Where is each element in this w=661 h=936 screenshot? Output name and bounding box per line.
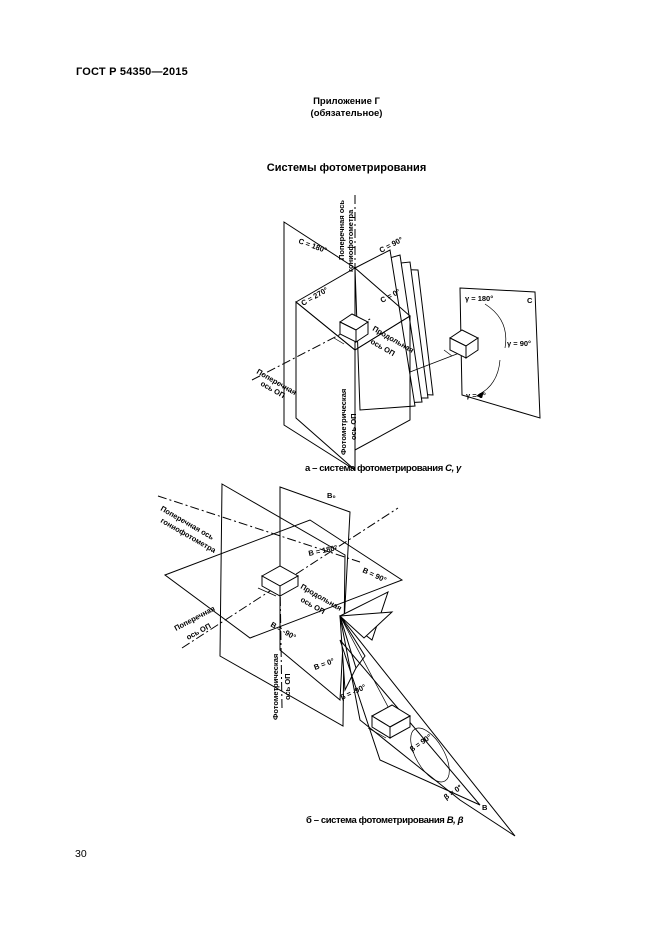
beta-ellipse <box>410 727 450 783</box>
b-beta-axis <box>339 615 396 721</box>
luminaire-beta <box>367 704 411 739</box>
a-label-photometric-1: Фотометрическая <box>339 389 348 455</box>
a-label-c180: C = 180° <box>297 236 328 255</box>
figure-b-caption: б – система фотометрирования B, β <box>306 815 464 826</box>
figure-a-caption: а – система фотометрирования C, γ <box>305 463 461 474</box>
b-plane-long <box>339 615 516 837</box>
b-label-photometric-1: Фотометрическая <box>271 654 280 720</box>
b-label-b-plane: B <box>482 803 488 812</box>
b-label-b0-corner: B₀ <box>327 491 336 500</box>
annex-status: (обязательное) <box>310 108 383 119</box>
figure-a-caption-symbols: C, γ <box>445 463 461 474</box>
annex-title: Приложение Г <box>313 96 380 107</box>
section-title: Системы фотометрирования <box>266 162 427 174</box>
b-transverse-goniometer-axis <box>157 495 361 563</box>
a-label-gamma180: γ = 180° <box>465 294 493 303</box>
c-plane-vertical-front <box>295 300 356 472</box>
a-label-c270: C = 270° <box>300 285 330 308</box>
a-label-gamma90: γ = 90° <box>507 339 531 348</box>
luminaire-gamma <box>443 329 479 359</box>
a-label-photometric-2: ось ОП <box>349 413 358 440</box>
b-label-beta0: β = 0° <box>442 783 464 802</box>
b-label-photometric-2: ось ОП <box>283 673 292 700</box>
a-label-transverse-axis-1: Поперечная ось <box>337 200 346 260</box>
c-plane-gamma <box>459 287 541 419</box>
figure-b-diagram: Поперечная ось гониофотометра B₀ B = 180… <box>157 483 516 837</box>
b-fan-2 <box>338 611 394 639</box>
gamma-arc-upper <box>484 303 507 349</box>
luminaire-a <box>333 313 369 345</box>
a-label-c-plane: C <box>527 296 533 305</box>
gamma-leader <box>409 351 463 373</box>
b-transverse-op-axis <box>181 507 399 649</box>
b-label-b180: B = 180° <box>308 543 339 558</box>
figure-b-caption-symbols: B, β <box>446 815 464 826</box>
b-label-b0: B = 0° <box>313 656 336 672</box>
c-plane-fan-1 <box>354 249 416 411</box>
page-number: 30 <box>75 848 87 860</box>
a-label-gamma0: γ = 0° <box>466 391 486 400</box>
transverse-op-axis <box>251 317 373 381</box>
document-code: ГОСТ Р 54350—2015 <box>76 66 188 78</box>
luminaire-b <box>257 565 300 597</box>
figure-a-caption-text: а – система фотометрирования <box>305 463 443 474</box>
a-label-c90: C = 90° <box>378 235 405 255</box>
b-label-b-minus90: B = -90° <box>269 620 298 642</box>
a-label-transverse-axis-2: гониофотометра <box>346 209 355 272</box>
b-plane-vertical <box>219 483 346 727</box>
figure-b-caption-text: б – система фотометрирования <box>306 815 445 826</box>
b-photometric-axis <box>279 579 283 709</box>
gamma-arrow <box>476 391 484 398</box>
figure-a-diagram: Поперечная ось гониофотометра C = 180° C… <box>251 195 541 472</box>
b-plane-horizontal <box>163 519 404 639</box>
